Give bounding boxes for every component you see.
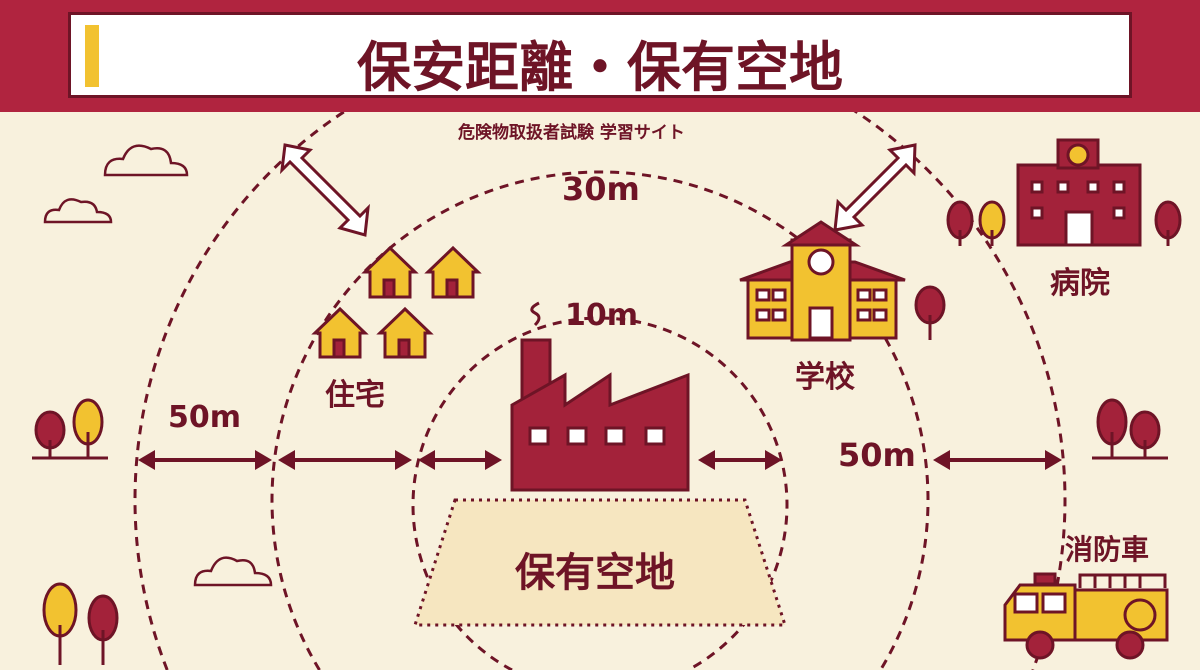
tree-icons bbox=[32, 200, 1182, 665]
open-space-area bbox=[412, 498, 788, 627]
smoke-icon bbox=[530, 301, 541, 327]
hospital-icon bbox=[1016, 138, 1142, 247]
fire-truck-label: 消防車 bbox=[1065, 533, 1150, 566]
inner-circle-10m bbox=[411, 316, 789, 670]
distance-10m: 10m bbox=[565, 298, 639, 333]
middle-circle-30m bbox=[270, 170, 930, 670]
diagonal-arrow-left bbox=[279, 143, 370, 237]
house-icons bbox=[311, 245, 482, 359]
cloud-icons bbox=[43, 144, 273, 587]
distance-50m-right: 50m bbox=[838, 436, 916, 474]
fire-truck-icon bbox=[1003, 572, 1169, 660]
hospital-label: 病院 bbox=[1050, 266, 1110, 301]
title-accent bbox=[85, 25, 99, 87]
distance-50m-left: 50m bbox=[168, 400, 242, 435]
factory-icon bbox=[510, 338, 690, 492]
open-space-label: 保有空地 bbox=[515, 550, 675, 596]
school-icon bbox=[739, 220, 906, 342]
page-title: 保安距離・保有空地 bbox=[357, 36, 843, 99]
distance-30m: 30m bbox=[562, 170, 640, 208]
school-label: 学校 bbox=[795, 360, 855, 395]
subtitle: 危険物取扱者試験 学習サイト bbox=[458, 123, 685, 143]
title-box: 保安距離・保有空地 bbox=[68, 12, 1132, 99]
distance-arrows bbox=[138, 450, 1062, 470]
housing-label: 住宅 bbox=[325, 378, 385, 413]
diagonal-arrow-right bbox=[833, 143, 917, 232]
